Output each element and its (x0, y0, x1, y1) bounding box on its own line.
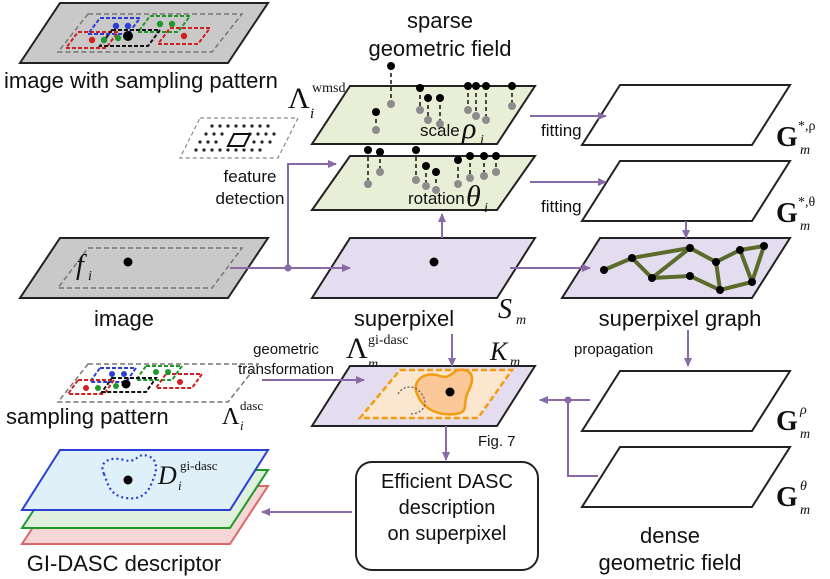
g-theta-symbol: G m θ (776, 479, 810, 518)
s-m-symbol: S m (498, 294, 526, 328)
k-m-symbol: K m (489, 337, 520, 370)
superpixel-label: superpixel (354, 306, 454, 331)
image-label: image (94, 306, 154, 331)
svg-text:θ: θ (800, 479, 807, 494)
svg-text:gi-dasc: gi-dasc (180, 458, 218, 473)
transformed-superpixel-plane (310, 365, 537, 427)
svg-text:i: i (484, 201, 488, 216)
g-rho-symbol: G m ρ (776, 403, 810, 442)
g-theta-plane (580, 446, 792, 508)
svg-text:G: G (776, 406, 798, 437)
sampling-pattern-image-bottom (56, 363, 260, 403)
svg-text:m: m (800, 219, 810, 234)
sampling-pattern-label-group: sampling pattern Λ i dasc (6, 398, 263, 433)
superpixel-plane (310, 237, 537, 299)
efficient-dasc-box (355, 461, 539, 571)
flow-arrows (230, 112, 692, 516)
svg-text:m: m (800, 143, 810, 158)
svg-text:ρ: ρ (799, 403, 807, 418)
efficient-line3: on superpixel (388, 523, 507, 545)
image-plane (18, 237, 270, 299)
svg-text:D: D (157, 461, 177, 490)
f-i-symbol: f i (76, 250, 92, 284)
svg-text:G: G (776, 482, 798, 513)
sampling-pattern-label: sampling pattern (6, 404, 169, 429)
feature-detection-line1: feature (224, 167, 277, 186)
descriptor-stack (20, 449, 270, 545)
rotation-plane (310, 146, 537, 211)
dotted-sampling-pattern (179, 117, 299, 159)
rho-symbol: ρ i (461, 112, 484, 148)
fig7-label: Fig. 7 (478, 433, 516, 450)
theta-symbol: θ i (466, 180, 488, 216)
svg-text:Λ: Λ (288, 82, 310, 115)
g-star-rho-plane (580, 84, 792, 146)
efficient-line2: description (399, 497, 496, 519)
svg-text:m: m (800, 427, 810, 442)
superpixel-graph-plane (560, 237, 792, 299)
svg-text:m: m (510, 355, 520, 370)
feature-detection-line2: detection (216, 189, 285, 208)
fitting-top-label: fitting (541, 121, 582, 140)
svg-text:i: i (88, 269, 92, 284)
g-rho-plane (580, 370, 792, 432)
svg-text:i: i (240, 418, 244, 433)
geometric-label-line2: transformation (238, 361, 334, 378)
svg-text:*,θ: *,θ (798, 195, 816, 210)
geometric-label-line1: geometric (253, 341, 319, 358)
svg-text:G: G (776, 198, 798, 229)
dense-label-line2: geometric field (598, 550, 741, 575)
lambda-wmsd-symbol: Λ i wmsd (288, 81, 345, 122)
svg-text:θ: θ (466, 180, 481, 213)
g-star-theta-plane (580, 160, 792, 222)
svg-text:*,ρ: *,ρ (798, 119, 816, 134)
dense-label-line1: dense (640, 523, 700, 548)
svg-text:S: S (498, 294, 512, 325)
sparse-title-line2: geometric field (368, 36, 511, 61)
rotation-label: rotation (408, 189, 465, 208)
svg-text:Λ: Λ (222, 404, 240, 430)
propagation-label: propagation (574, 341, 653, 358)
fitting-mid-label: fitting (541, 197, 582, 216)
efficient-line1: Efficient DASC (381, 471, 513, 493)
svg-text:Λ: Λ (346, 332, 368, 365)
svg-text:G: G (776, 122, 798, 153)
superpixel-graph-label: superpixel graph (599, 306, 762, 331)
svg-text:m: m (516, 313, 526, 328)
sparse-title-line1: sparse (407, 8, 473, 33)
svg-text:dasc: dasc (240, 398, 263, 413)
g-star-rho-symbol: G m *,ρ (776, 119, 816, 158)
svg-text:ρ: ρ (461, 112, 476, 145)
svg-text:i: i (178, 478, 182, 493)
svg-text:gi-dasc: gi-dasc (368, 333, 408, 348)
lambda-gidasc-symbol: Λ m gi-dasc (346, 332, 408, 372)
svg-text:wmsd: wmsd (312, 81, 345, 96)
svg-text:i: i (480, 133, 484, 148)
svg-text:i: i (310, 106, 314, 122)
svg-text:m: m (368, 357, 378, 372)
g-star-theta-symbol: G m *,θ (776, 195, 816, 234)
svg-text:m: m (800, 503, 810, 518)
descriptor-label: GI-DASC descriptor (27, 551, 221, 576)
sampling-pattern-image-top (18, 1, 270, 64)
d-gidasc-symbol: D i gi-dasc (157, 458, 218, 493)
svg-text:K: K (489, 337, 509, 366)
scale-label: scale (420, 121, 460, 140)
image-sampling-label: image with sampling pattern (4, 68, 278, 93)
scale-plane (310, 62, 537, 145)
svg-text:f: f (76, 250, 87, 281)
